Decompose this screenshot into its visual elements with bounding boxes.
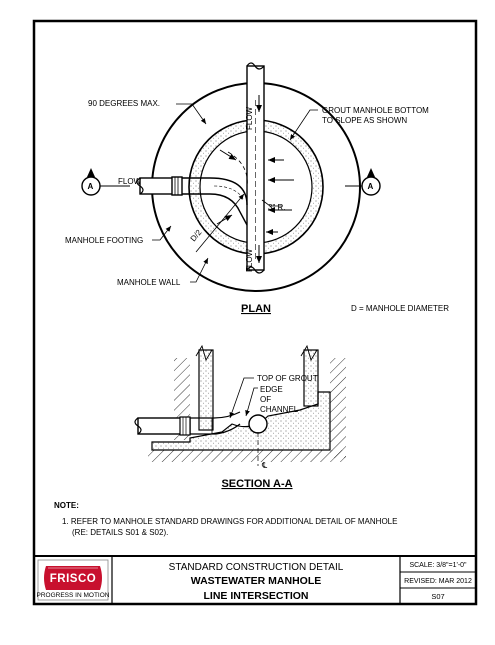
main-pipe-section xyxy=(248,414,268,434)
curved-channel xyxy=(182,177,248,226)
label-edge: EDGE xyxy=(260,385,283,394)
title-block: FRISCO PROGRESS IN MOTION STANDARD CONST… xyxy=(33,555,477,605)
label-flow-bottom: FLOW xyxy=(245,248,254,272)
label-flow-left: FLOW xyxy=(118,177,142,186)
scale-label: SCALE: 3/8"=1'-0" xyxy=(409,562,467,569)
title-line-1: WASTEWATER MANHOLE xyxy=(191,575,321,587)
section-title: SECTION A-A xyxy=(221,478,292,490)
label-grout-2: TO SLOPE AS SHOWN xyxy=(322,116,407,125)
notes: NOTE: 1. REFER TO MANHOLE STANDARD DRAWI… xyxy=(54,501,397,537)
label-half-diameter: D/2 xyxy=(189,228,204,244)
section-view: TOP OF GROUT EDGE OF CHANNEL ℄ SECTION A… xyxy=(134,344,346,490)
logo-text: FRISCO xyxy=(50,573,96,585)
label-diameter-note: D = MANHOLE DIAMETER xyxy=(351,304,449,313)
revised-label: REVISED: MAR 2012 xyxy=(404,578,472,585)
label-section-a-right: A xyxy=(368,182,374,191)
section-wall-left xyxy=(198,349,214,431)
notes-heading: NOTE: xyxy=(54,501,79,510)
label-flow-top: FLOW xyxy=(245,106,254,130)
plan-title: PLAN xyxy=(241,303,271,315)
label-footing: MANHOLE FOOTING xyxy=(65,236,143,245)
label-of: OF xyxy=(260,395,271,404)
sheet-number: S07 xyxy=(431,592,444,601)
plan-view: 90 DEGREES MAX. GROUT MANHOLE BOTTOM TO … xyxy=(65,62,449,315)
label-grout: GROUT MANHOLE BOTTOM xyxy=(322,106,429,115)
label-channel: CHANNEL xyxy=(260,405,299,414)
logo-tagline: PROGRESS IN MOTION xyxy=(37,592,110,599)
label-section-a-left: A xyxy=(88,182,94,191)
section-wall-right xyxy=(303,349,319,407)
label-top-of-grout: TOP OF GROUT xyxy=(257,374,318,383)
frisco-logo: FRISCO PROGRESS IN MOTION xyxy=(37,559,110,601)
label-radius: 3" R. xyxy=(268,203,286,212)
label-centerline: ℄ xyxy=(261,461,268,470)
note-line-2: (RE: DETAILS S01 & S02). xyxy=(72,528,168,537)
note-line-1: 1. REFER TO MANHOLE STANDARD DRAWINGS FO… xyxy=(62,517,397,526)
section-mark-left xyxy=(81,168,130,196)
label-wall: MANHOLE WALL xyxy=(117,278,181,287)
title-heading: STANDARD CONSTRUCTION DETAIL xyxy=(169,562,344,573)
section-mark-right xyxy=(345,168,381,196)
label-angle-max: 90 DEGREES MAX. xyxy=(88,99,160,108)
title-line-2: LINE INTERSECTION xyxy=(203,590,308,602)
